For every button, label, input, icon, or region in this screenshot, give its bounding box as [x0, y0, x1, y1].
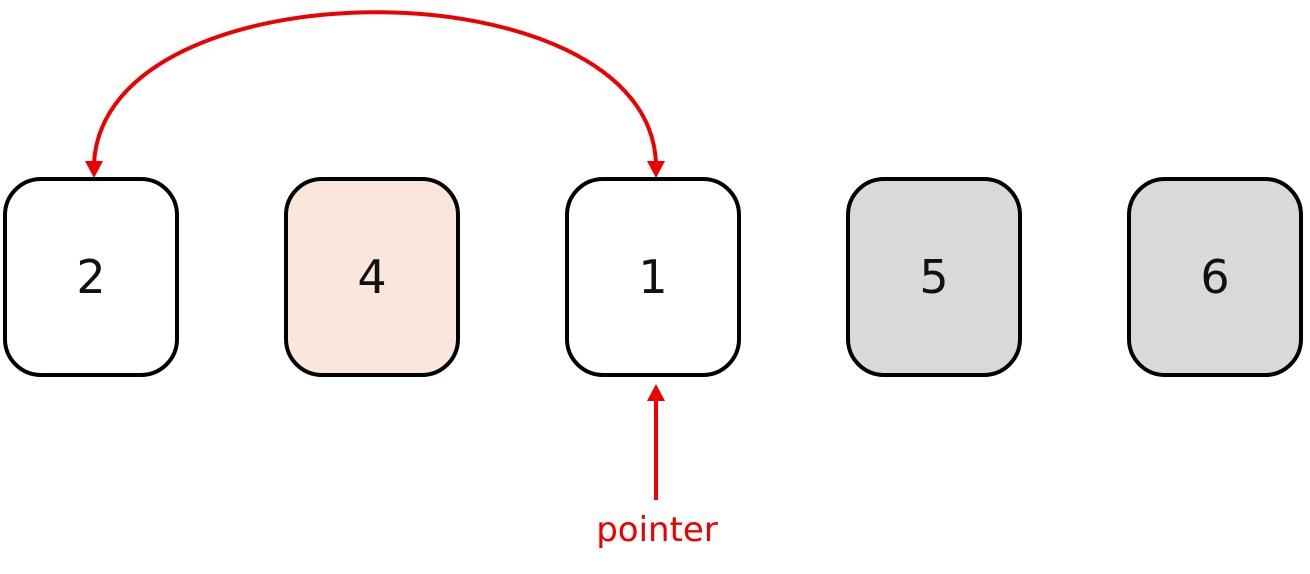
cell-value: 2 [76, 250, 106, 304]
array-cell-3: 5 [846, 177, 1022, 377]
pointer-label: pointer [596, 510, 718, 550]
cell-value: 5 [919, 250, 949, 304]
array-cell-0: 2 [3, 177, 179, 377]
cell-value: 1 [638, 250, 668, 304]
array-cell-2: 1 [565, 177, 741, 377]
cell-value: 4 [357, 250, 387, 304]
cell-value: 6 [1200, 250, 1230, 304]
array-cell-4: 6 [1127, 177, 1303, 377]
array-cell-1: 4 [284, 177, 460, 377]
